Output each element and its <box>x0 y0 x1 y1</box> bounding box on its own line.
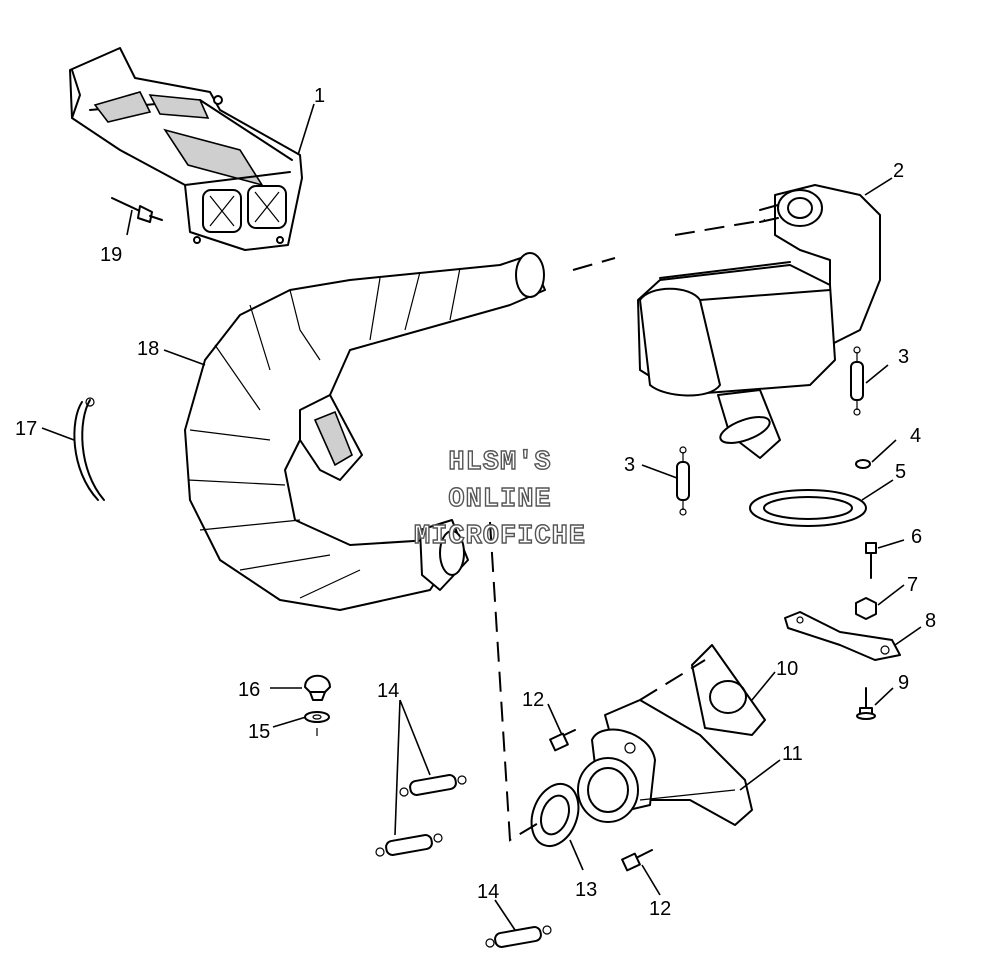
watermark-line-2: ONLINE <box>448 484 552 515</box>
callout-12-lower: 12 <box>649 898 671 920</box>
callout-18: 18 <box>137 338 159 360</box>
assembly-lines <box>489 219 766 842</box>
part-16-grommet <box>304 674 331 701</box>
leader-lines <box>41 103 922 931</box>
part-14-spring-bottom <box>485 925 552 948</box>
callout-11: 11 <box>782 743 803 765</box>
callout-16: 16 <box>238 679 260 701</box>
part-7-nut <box>855 597 877 620</box>
part-8-bracket <box>784 611 901 661</box>
part-10-gasket <box>691 644 766 736</box>
callout-15: 15 <box>248 721 270 743</box>
callout-1: 1 <box>314 85 325 107</box>
callout-numbers: 1 2 3 3 4 5 6 7 8 9 10 11 12 12 13 14 14… <box>15 85 936 920</box>
callout-5: 5 <box>895 461 906 483</box>
watermark-line-1: HLSM'S <box>448 447 552 478</box>
part-12-bolt-lower <box>621 849 653 872</box>
callout-10: 10 <box>776 658 798 680</box>
callout-19: 19 <box>100 244 122 266</box>
callout-8: 8 <box>925 610 936 632</box>
callout-3-upper: 3 <box>898 346 909 368</box>
callout-3-lower: 3 <box>624 454 635 476</box>
callout-14-lower: 14 <box>477 881 499 903</box>
part-4-washer <box>855 459 871 469</box>
callout-12-upper: 12 <box>522 689 544 711</box>
callout-4: 4 <box>910 425 921 447</box>
part-18-exhaust-pipe <box>184 252 546 611</box>
part-19-rivet <box>111 197 163 223</box>
part-14-spring-upper <box>399 774 467 797</box>
part-13-seal <box>530 783 580 847</box>
watermark-line-3: MICROFICHE <box>413 521 587 552</box>
part-14-spring-lower <box>375 833 443 857</box>
callout-13: 13 <box>575 879 597 901</box>
part-17-strap <box>73 397 105 501</box>
part-9-bolt <box>856 687 876 720</box>
callout-2: 2 <box>893 160 904 182</box>
callout-17: 17 <box>15 418 37 440</box>
part-5-gasket <box>749 489 867 527</box>
callout-6: 6 <box>911 526 922 548</box>
part-3-spring-upper <box>850 346 864 416</box>
callout-7: 7 <box>907 574 918 596</box>
callout-9: 9 <box>898 672 909 694</box>
part-1-bracket <box>69 47 303 251</box>
part-15-washer <box>304 711 330 736</box>
part-12-bolt-upper <box>549 729 576 752</box>
part-11-manifold <box>577 699 753 826</box>
part-6-bolt <box>865 542 877 579</box>
callout-14-upper: 14 <box>377 680 399 702</box>
part-3-spring-lower <box>676 446 690 516</box>
part-2-muffler <box>637 184 881 459</box>
